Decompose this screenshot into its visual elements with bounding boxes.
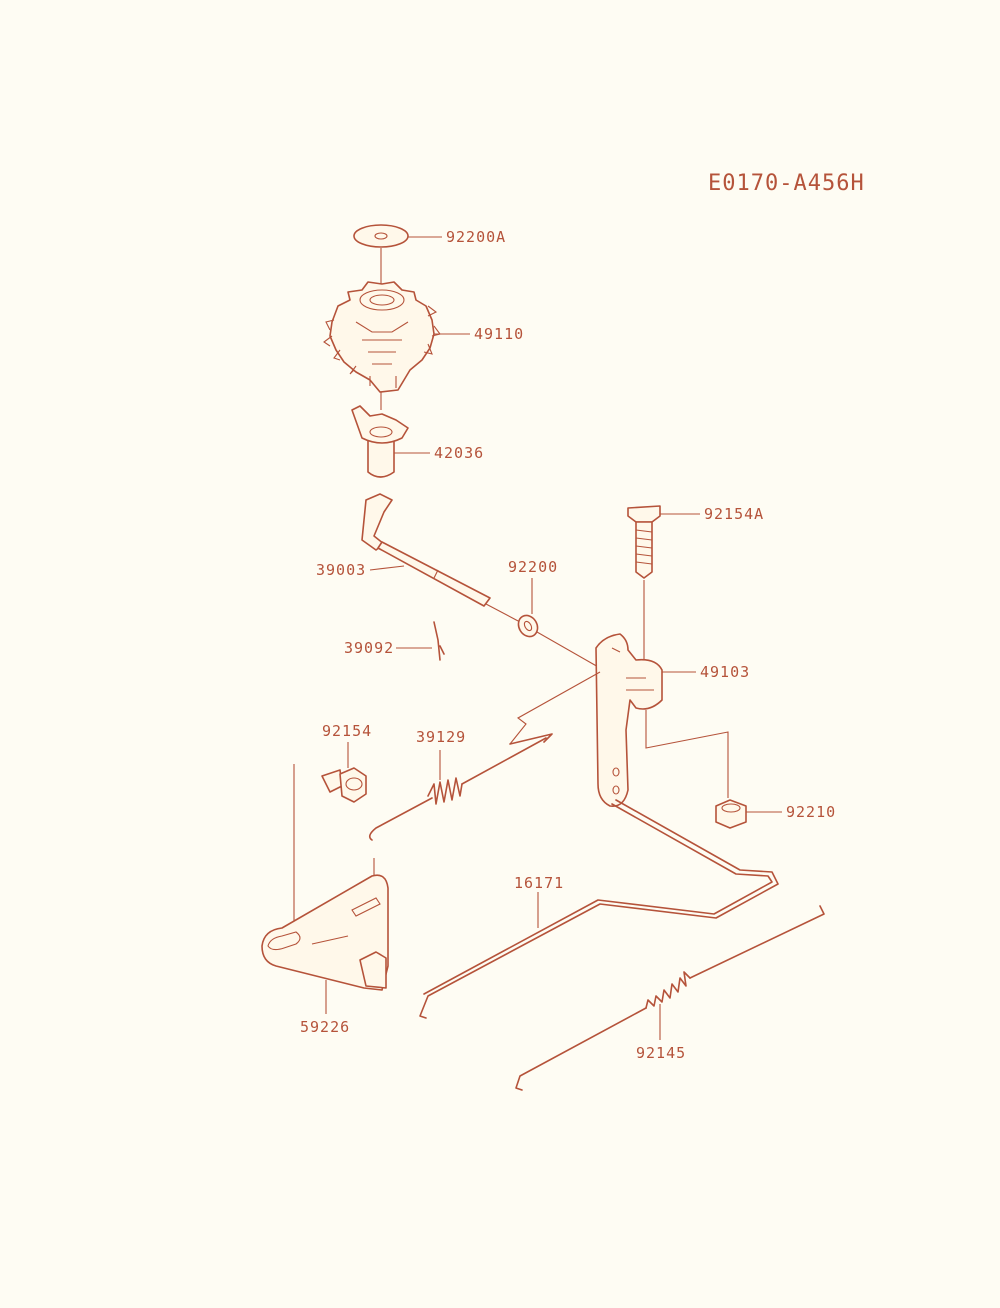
assembly-line bbox=[645, 710, 729, 798]
label-49103[interactable]: 49103 bbox=[700, 663, 750, 681]
label-39129[interactable]: 39129 bbox=[416, 728, 466, 746]
nut-92210-part[interactable] bbox=[715, 799, 747, 829]
bolt-92154-part[interactable] bbox=[321, 767, 367, 803]
spring-39129-part[interactable] bbox=[368, 733, 553, 841]
governor-shaft-39003-part[interactable] bbox=[361, 493, 491, 607]
assembly-line bbox=[509, 671, 601, 745]
leader-39003 bbox=[369, 565, 405, 571]
label-92145[interactable]: 92145 bbox=[636, 1044, 686, 1062]
label-16171[interactable]: 16171 bbox=[514, 874, 564, 892]
assembly-line bbox=[536, 631, 601, 669]
spring-rod-92145-part[interactable] bbox=[515, 905, 825, 1091]
pin-39092-part[interactable] bbox=[433, 621, 445, 661]
label-92200[interactable]: 92200 bbox=[508, 558, 558, 576]
label-39003[interactable]: 39003 bbox=[316, 561, 366, 579]
bolt-92154A-part[interactable] bbox=[627, 505, 661, 579]
sleeve-42036-part[interactable] bbox=[351, 405, 409, 478]
governor-lever-49103-part[interactable] bbox=[595, 633, 663, 807]
diagram-code: E0170-A456H bbox=[708, 171, 865, 196]
governor-gear-49110-part[interactable] bbox=[323, 281, 441, 393]
assembly-line bbox=[485, 603, 521, 623]
label-42036[interactable]: 42036 bbox=[434, 444, 484, 462]
label-92210[interactable]: 92210 bbox=[786, 803, 836, 821]
label-49110[interactable]: 49110 bbox=[474, 325, 524, 343]
label-59226[interactable]: 59226 bbox=[300, 1018, 350, 1036]
washer-92200A-part[interactable] bbox=[353, 224, 409, 248]
throttle-rod-16171-part[interactable] bbox=[419, 799, 779, 1019]
label-39092[interactable]: 39092 bbox=[344, 639, 394, 657]
washer-92200-part[interactable] bbox=[515, 612, 542, 640]
label-92154A[interactable]: 92154A bbox=[704, 505, 764, 523]
label-92154[interactable]: 92154 bbox=[322, 722, 372, 740]
label-92200A[interactable]: 92200A bbox=[446, 228, 506, 246]
bracket-59226-part[interactable] bbox=[261, 874, 389, 991]
